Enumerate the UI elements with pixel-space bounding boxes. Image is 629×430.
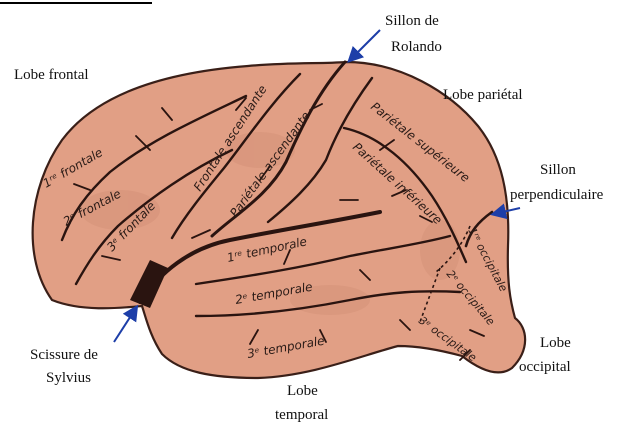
label-scissure-line2: Sylvius	[46, 370, 91, 386]
label-lobe-temporal-line1: Lobe	[287, 383, 318, 399]
label-lobe-temporal-line2: temporal	[275, 407, 328, 423]
label-lobe-occipital-line1: Lobe	[540, 335, 571, 351]
label-sillon-perpendiculaire-line1: Sillon	[540, 162, 576, 178]
label-sillon-rolando-line1: Sillon de	[385, 13, 439, 29]
arrow-sylvius	[114, 308, 136, 342]
label-sillon-rolando-line2: Rolando	[391, 39, 442, 55]
label-lobe-frontal: Lobe frontal	[14, 67, 89, 83]
arrow-rolando	[350, 30, 380, 60]
label-scissure-line1: Scissure de	[30, 347, 98, 363]
label-lobe-parietal: Lobe pariétal	[443, 87, 523, 103]
label-lobe-occipital-line2: occipital	[519, 359, 571, 375]
label-sillon-perpendiculaire-line2: perpendiculaire	[510, 187, 604, 203]
